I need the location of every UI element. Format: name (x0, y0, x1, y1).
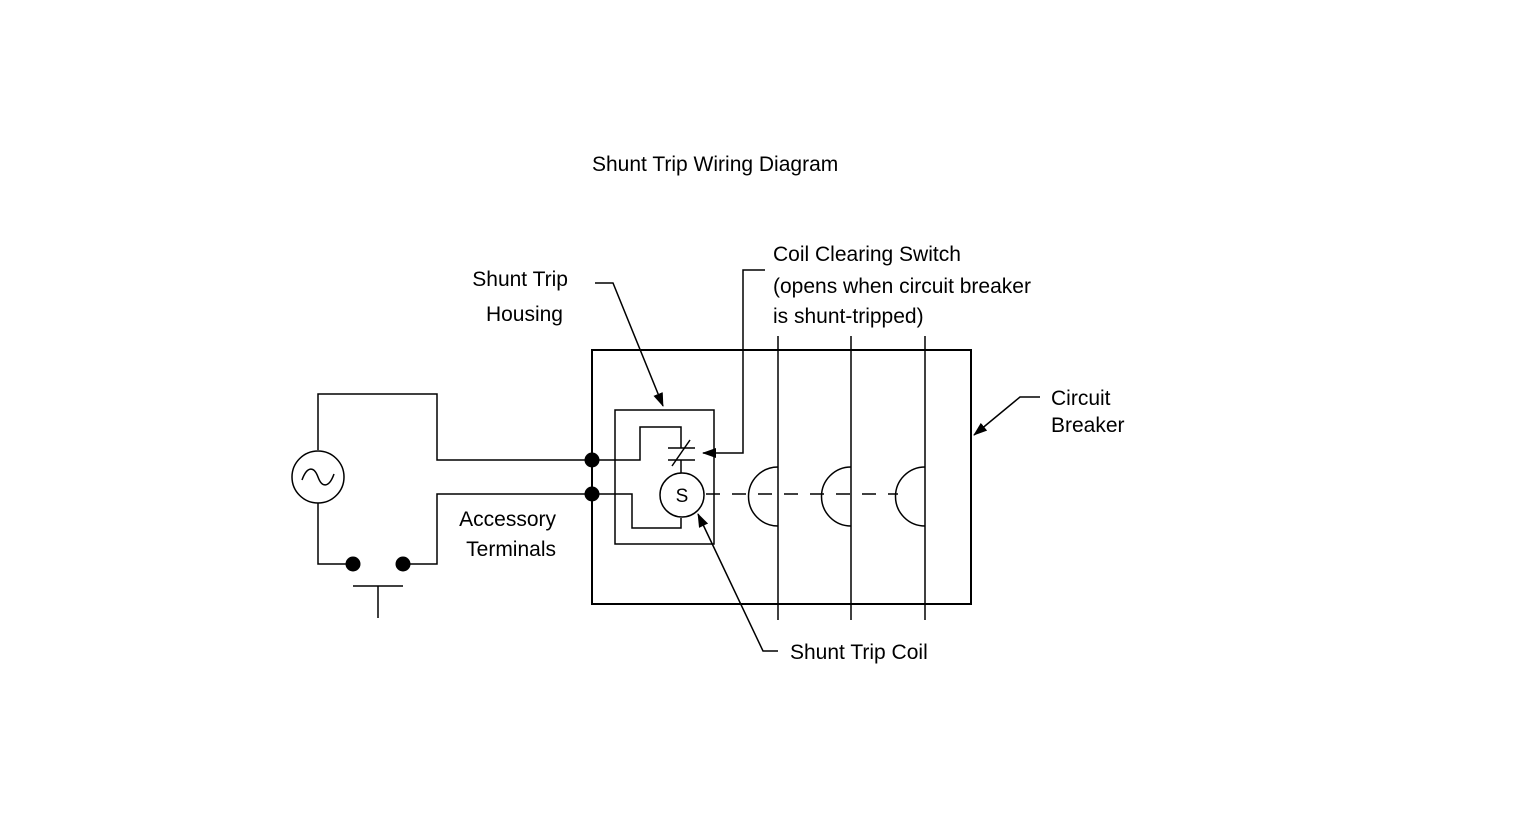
pole-contact-3 (894, 466, 926, 527)
breaker-leader-arrow (973, 396, 1040, 436)
switch-label-line1: Coil Clearing Switch (773, 243, 961, 266)
coil-leader-arrow (697, 513, 778, 652)
pole-contact-2 (820, 466, 852, 527)
supply-wire-left (317, 503, 353, 565)
switch-leader-arrow (702, 269, 765, 458)
supply-wire-bottom (403, 493, 592, 565)
circuit-breaker-enclosure (591, 349, 972, 605)
switch-feed-wire (615, 426, 682, 461)
switch-label-line2: (opens when circuit breaker (773, 275, 1031, 298)
supply-wire-top (317, 393, 592, 461)
diagram-title: Shunt Trip Wiring Diagram (592, 153, 838, 176)
pole-contact-1 (747, 466, 779, 527)
housing-label-line1: Shunt Trip (472, 268, 568, 291)
coil-symbol-label: S (676, 486, 689, 507)
coil-return-wire (615, 493, 682, 529)
shunt-trip-coil-icon: S (659, 472, 705, 518)
coil-label: Shunt Trip Coil (790, 641, 928, 664)
housing-leader-arrow (595, 282, 664, 407)
breaker-label-line2: Breaker (1051, 414, 1125, 437)
pole-contacts (747, 466, 926, 527)
housing-label-line2: Housing (486, 303, 563, 326)
pushbutton-switch-icon (345, 556, 411, 618)
ac-source-icon (291, 450, 345, 504)
terminals-label-line2: Terminals (466, 538, 556, 561)
external-wiring (317, 393, 592, 565)
terminals-label-line1: Accessory (459, 508, 556, 531)
switch-label-line3: is shunt-tripped) (773, 305, 924, 328)
breaker-poles (777, 336, 926, 620)
normally-closed-contact-icon (668, 439, 695, 467)
shunt-trip-housing-box (614, 409, 715, 545)
housing-internal-wiring (592, 426, 682, 529)
breaker-label-line1: Circuit (1051, 387, 1111, 410)
